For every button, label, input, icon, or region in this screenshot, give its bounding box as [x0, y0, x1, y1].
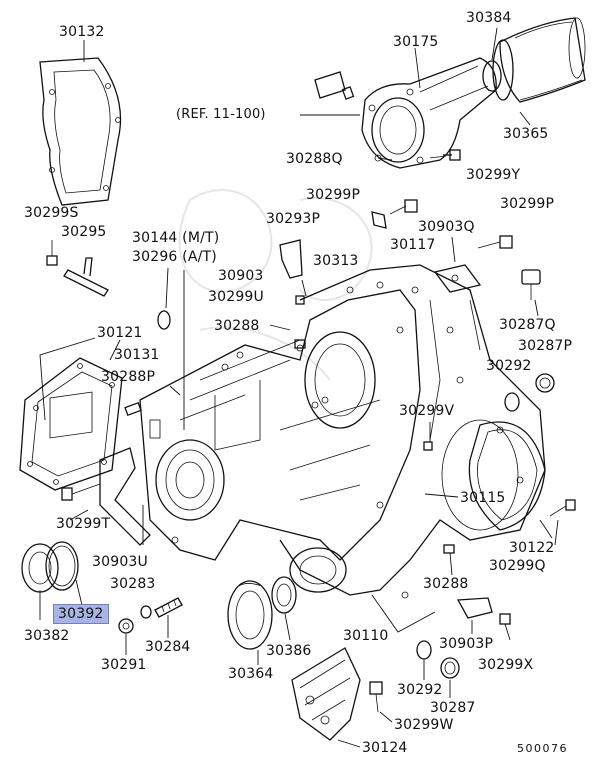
label-30382: 30382	[24, 628, 70, 644]
label-30293p: 30293P	[266, 211, 321, 227]
bolt-30299q	[549, 499, 576, 517]
label-30364: 30364	[228, 666, 274, 682]
ring-30384	[482, 60, 502, 92]
label-30392-highlighted[interactable]: 30392	[53, 604, 109, 624]
label-30288-b: 30288	[423, 576, 469, 592]
bolt-30299w	[369, 681, 383, 713]
label-30287p: 30287P	[518, 338, 573, 354]
label-30144: 30144 (M/T)	[132, 230, 220, 246]
label-30299t: 30299T	[56, 516, 111, 532]
dust-boot-30365	[492, 17, 586, 103]
label-30903u: 30903U	[92, 554, 148, 570]
cover-plate-30122	[468, 421, 546, 531]
label-30287q: 30287Q	[499, 317, 556, 333]
label-30288: 30288	[214, 318, 260, 334]
label-30287: 30287	[430, 700, 476, 716]
washer-30292-a	[504, 392, 520, 412]
label-30365: 30365	[503, 126, 549, 142]
label-30299y: 30299Y	[466, 167, 521, 183]
bolt-30299t	[61, 483, 101, 501]
bracket-30903	[279, 239, 303, 279]
ring-30382	[45, 541, 79, 591]
bracket-30903u	[99, 447, 151, 546]
bolt-30299v	[423, 441, 433, 451]
bracket-30903p	[456, 597, 493, 619]
figure-code: 500076	[517, 742, 568, 755]
label-30124: 30124	[362, 740, 408, 756]
breather-cap	[314, 71, 346, 99]
label-30175: 30175	[393, 34, 439, 50]
label-30299v: 30299V	[399, 403, 455, 419]
bracket-30295	[63, 257, 109, 297]
label-30299p-b: 30299P	[500, 196, 555, 212]
plug-30287p	[535, 373, 555, 393]
label-30122: 30122	[509, 540, 555, 556]
label-30299s: 30299S	[24, 205, 79, 221]
label-30283: 30283	[110, 576, 156, 592]
watermark-logo	[178, 189, 373, 381]
label-30117: 30117	[390, 237, 436, 253]
nut-30291	[118, 618, 134, 634]
label-30291: 30291	[101, 657, 147, 673]
label-30299x: 30299X	[478, 657, 534, 673]
reference-note: (REF. 11-100)	[176, 107, 266, 122]
ring-30296	[157, 310, 171, 330]
bolt-30299p-b	[477, 235, 513, 249]
label-30110: 30110	[343, 628, 389, 644]
cover-30131	[19, 357, 123, 491]
label-30132: 30132	[59, 24, 105, 40]
bolt-30299x	[499, 613, 511, 625]
label-30295: 30295	[61, 224, 107, 240]
skid-plate-30124	[291, 647, 361, 741]
label-30299u: 30299U	[208, 289, 264, 305]
label-30386: 30386	[266, 643, 312, 659]
plug-30287	[440, 657, 460, 679]
bolt-30299p-a	[389, 199, 418, 215]
boot-30364	[227, 580, 273, 650]
label-30299w: 30299W	[394, 717, 454, 733]
dowel-30288p	[124, 402, 142, 416]
gasket-30132	[39, 57, 122, 206]
label-30299p-a: 30299P	[306, 187, 361, 203]
plug-30283	[140, 605, 152, 619]
label-30284: 30284	[145, 639, 191, 655]
stud-30284	[154, 597, 183, 618]
label-30288p: 30288P	[101, 369, 156, 385]
clip-30293p	[371, 211, 387, 229]
label-30903: 30903	[218, 268, 264, 284]
label-30903q: 30903Q	[418, 219, 475, 235]
dowel-30288-b	[443, 544, 455, 554]
label-30299q: 30299Q	[489, 558, 546, 574]
bolt-30299y	[429, 149, 461, 161]
dowel-30288-a	[294, 339, 306, 349]
label-30313: 30313	[313, 253, 359, 269]
label-30292-b: 30292	[397, 682, 443, 698]
label-30131: 30131	[114, 347, 160, 363]
label-30296: 30296 (A/T)	[132, 249, 217, 265]
front-case	[139, 289, 421, 561]
washer-30292-b	[416, 640, 432, 660]
label-30288q: 30288Q	[286, 151, 343, 167]
seal-30386	[271, 576, 297, 614]
label-30121: 30121	[97, 325, 143, 341]
bracket-30903q	[433, 264, 482, 293]
extension-housing-30175	[361, 57, 497, 169]
label-30903p: 30903P	[439, 636, 494, 652]
label-30292-a: 30292	[486, 358, 532, 374]
bolt-30299u	[295, 295, 305, 305]
plug-30287q	[521, 269, 541, 300]
label-30115: 30115	[460, 490, 506, 506]
bolt-30299s	[46, 240, 58, 266]
label-30384: 30384	[466, 10, 512, 26]
